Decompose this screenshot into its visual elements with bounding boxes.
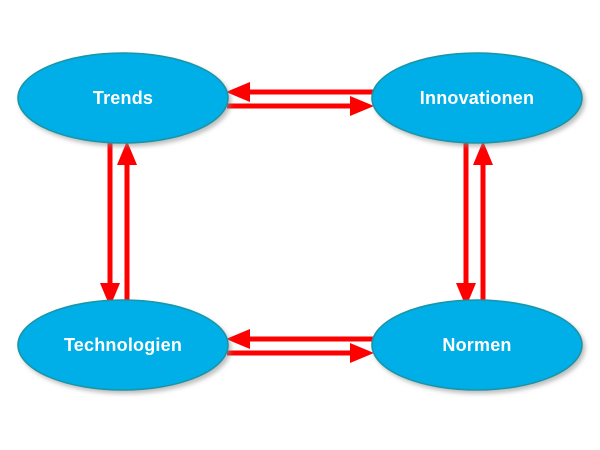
node-trends[interactable]: Trends: [17, 52, 229, 144]
node-normen[interactable]: Normen: [371, 299, 583, 391]
connector-top-edge: [226, 82, 374, 116]
node-technologien-ellipse[interactable]: [17, 299, 229, 391]
connector-bottom-edge: [226, 329, 374, 363]
arrow-technologien-to-normen: [227, 343, 374, 363]
arrow-trends-to-technologien: [100, 140, 120, 307]
node-trends-label: Trends: [93, 88, 153, 108]
node-trends-ellipse[interactable]: [17, 52, 229, 144]
connector-left-edge: [100, 140, 137, 307]
node-innovationen-label: Innovationen: [420, 88, 534, 108]
node-innovationen[interactable]: Innovationen: [371, 52, 583, 144]
arrow-innovationen-to-trends: [226, 82, 373, 102]
node-normen-ellipse[interactable]: [371, 299, 583, 391]
arrow-trends-to-innovationen: [227, 96, 374, 116]
arrow-technologien-to-trends: [117, 141, 137, 305]
node-technologien-label: Technologien: [64, 335, 182, 355]
node-technologien[interactable]: Technologien: [17, 299, 229, 391]
arrow-normen-to-technologien: [226, 329, 373, 349]
node-normen-label: Normen: [442, 335, 511, 355]
arrow-normen-to-innovationen: [473, 141, 493, 305]
node-innovationen-ellipse[interactable]: [371, 52, 583, 144]
arrow-innovationen-to-normen: [456, 140, 476, 307]
connector-right-edge: [456, 140, 493, 307]
